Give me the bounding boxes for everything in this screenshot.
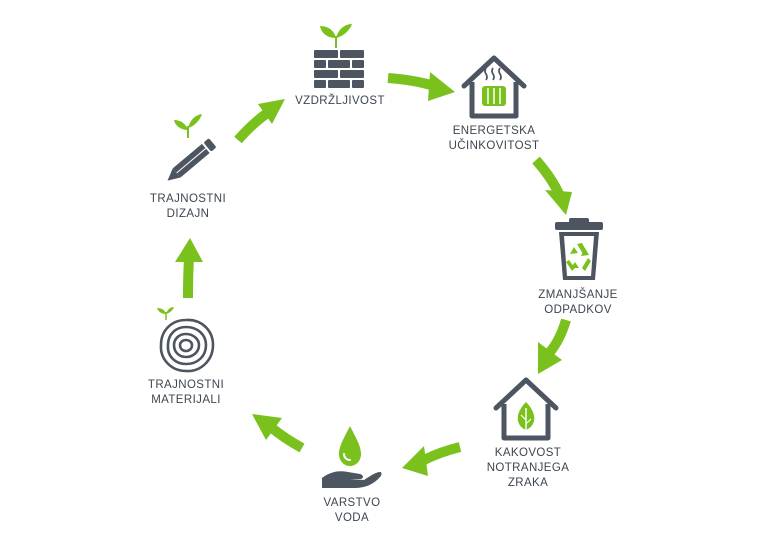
label-line: VODA [334,512,370,524]
cycle-arrow-6 [175,238,203,299]
label-line: ZRAKA [507,477,549,489]
label-line: TRAJNOSTNI [149,193,227,205]
label-line: NOTRANJEGA [486,462,570,474]
label-line: DIZAJN [166,208,210,220]
label-line: ODPADKOV [544,304,612,316]
label-line: VARSTVO [323,497,381,509]
label-line: UČINKOVITOST [448,140,540,152]
cycle-arrow-7 [234,99,285,144]
water-drop-hand-icon [322,426,382,488]
label-zmanjsanje-odpadkov: ZMANJŠANJE ODPADKOV [528,288,628,318]
label-kakovost-notranjega-zraka: KAKOVOST NOTRANJEGA ZRAKA [478,446,578,491]
label-line: MATERIJALI [151,394,221,406]
label-line: TRAJNOSTNI [147,379,225,391]
house-leaf-icon [493,377,559,441]
label-trajnostni-materijali: TRAJNOSTNI MATERIJALI [136,378,236,408]
cycle-arrow-1 [387,72,455,101]
label-vzdrzljivost: VZDRŽLJIVOST [290,94,390,109]
tree-rings-icon [157,307,215,373]
label-line: ZMANJŠANJE [538,289,618,301]
label-energetska-ucinkovitost: ENERGETSKA UČINKOVITOST [444,124,544,154]
label-line: VZDRŽLJIVOST [295,95,385,107]
label-varstvo-voda: VARSTVO VODA [302,496,402,526]
label-trajnostni-dizajn: TRAJNOSTNI DIZAJN [138,192,238,222]
cycle-arrow-4 [402,442,462,476]
pencil-icon [167,114,216,181]
label-line: KAKOVOST [494,447,562,459]
brick-wall-icon [314,24,364,88]
recycle-bin-icon [555,218,603,280]
cycle-arrow-2 [532,156,572,215]
house-radiator-icon [461,55,527,119]
cycle-arrow-5 [252,414,305,453]
cycle-arrow-3 [538,318,571,374]
label-line: ENERGETSKA [452,125,536,137]
